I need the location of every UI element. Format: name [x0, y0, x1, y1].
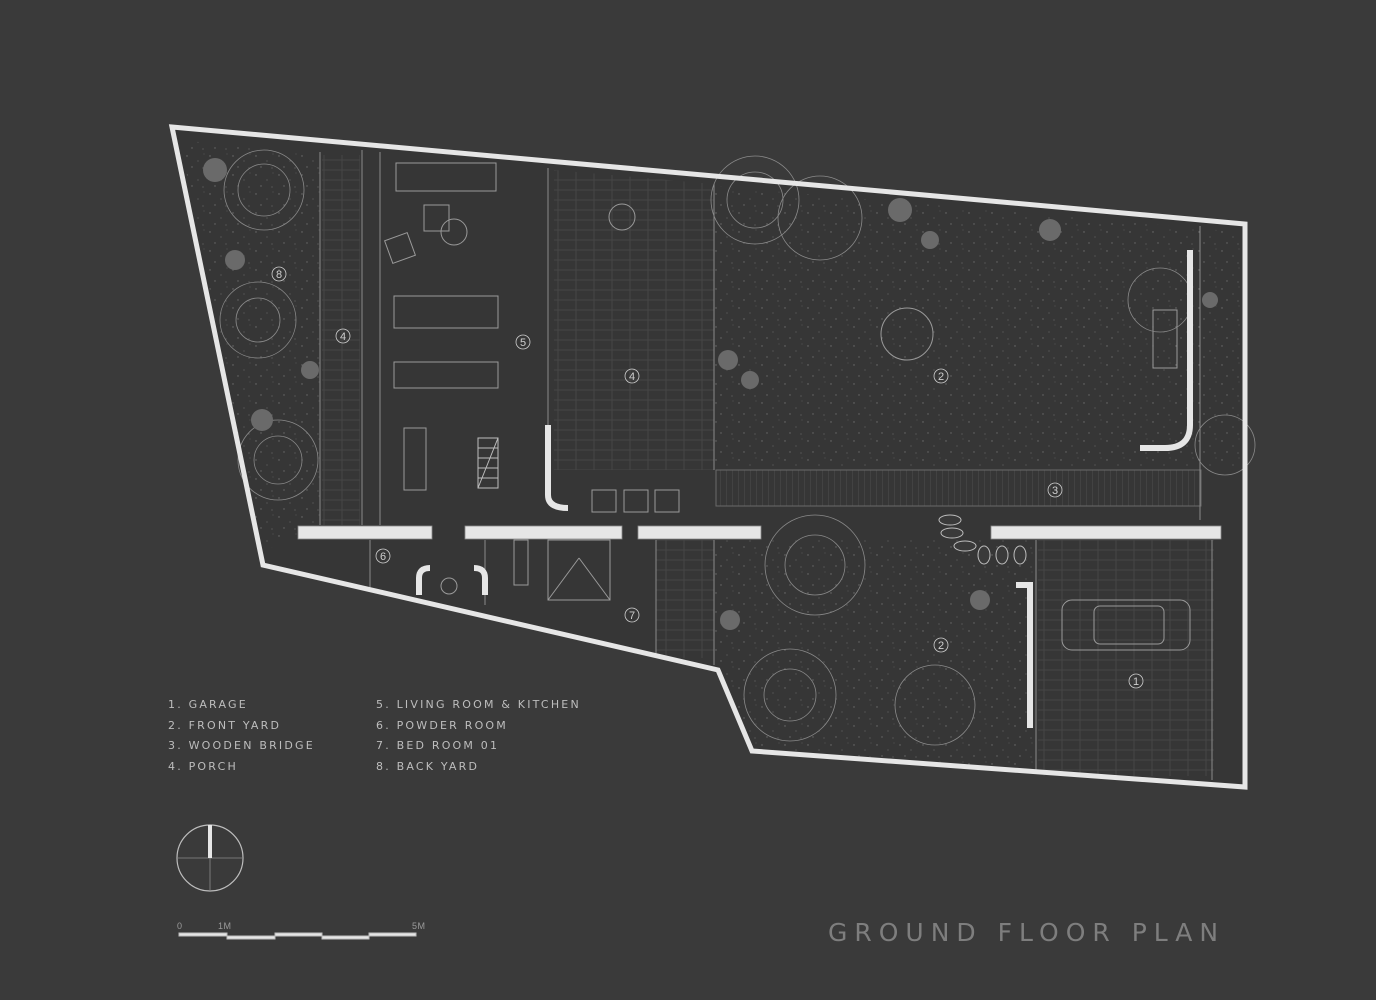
front-yard-bottom-area	[714, 540, 1036, 770]
bedroom-side-paving	[656, 540, 714, 658]
staircase	[477, 437, 499, 489]
trees	[219, 149, 1256, 746]
back-corridor-paving	[322, 155, 360, 525]
zone-bed-room: 7	[629, 610, 635, 622]
legend-item: 3. WOODEN BRIDGE	[168, 739, 315, 752]
legend-item: 5. LIVING ROOM & KITCHEN	[376, 698, 581, 711]
zone-powder-room: 6	[380, 551, 386, 563]
zone-living-room: 5	[520, 337, 526, 349]
legend: 1. GARAGE 5. LIVING ROOM & KITCHEN 2. FR…	[168, 698, 596, 773]
zone-back-yard: 8	[276, 269, 282, 281]
zone-porch-right: 4	[629, 371, 635, 383]
legend-item: 6. POWDER ROOM	[376, 718, 508, 732]
garage-paving	[1038, 540, 1214, 776]
legend-item: 8. BACK YARD	[376, 759, 480, 773]
front-yard-top-area	[714, 186, 1240, 470]
zone-porch-left: 4	[340, 331, 346, 343]
scale-bar	[178, 932, 417, 940]
back-yard-area	[180, 140, 320, 552]
scale-zero-label: 0	[177, 921, 183, 931]
curved-walls	[416, 250, 1193, 728]
shrubs	[203, 158, 1218, 630]
north-arrow-icon	[176, 824, 244, 892]
zone-front-yard-bottom: 2	[938, 640, 944, 652]
zone-markers	[271, 266, 1144, 689]
scale-five-label: 5M	[412, 921, 426, 931]
legend-item: 1. GARAGE	[168, 698, 248, 711]
legend-item: 7. BED ROOM 01	[376, 739, 500, 752]
zone-garage: 1	[1133, 676, 1139, 688]
stepping-stones	[938, 514, 1027, 565]
furniture	[383, 162, 1191, 651]
legend-item: 4. PORCH	[168, 759, 238, 773]
wooden-bridge	[715, 469, 1202, 507]
zone-wooden-bridge: 3	[1052, 485, 1058, 497]
zone-front-yard-top: 2	[938, 371, 944, 383]
scale-one-label: 1M	[218, 921, 232, 931]
outer-wall	[168, 124, 1248, 790]
legend-item: 2. FRONT YARD	[168, 718, 282, 732]
porch-paving	[554, 170, 714, 470]
interior-walls	[297, 525, 1222, 540]
page-title: GROUND FLOOR PLAN	[828, 918, 1226, 947]
